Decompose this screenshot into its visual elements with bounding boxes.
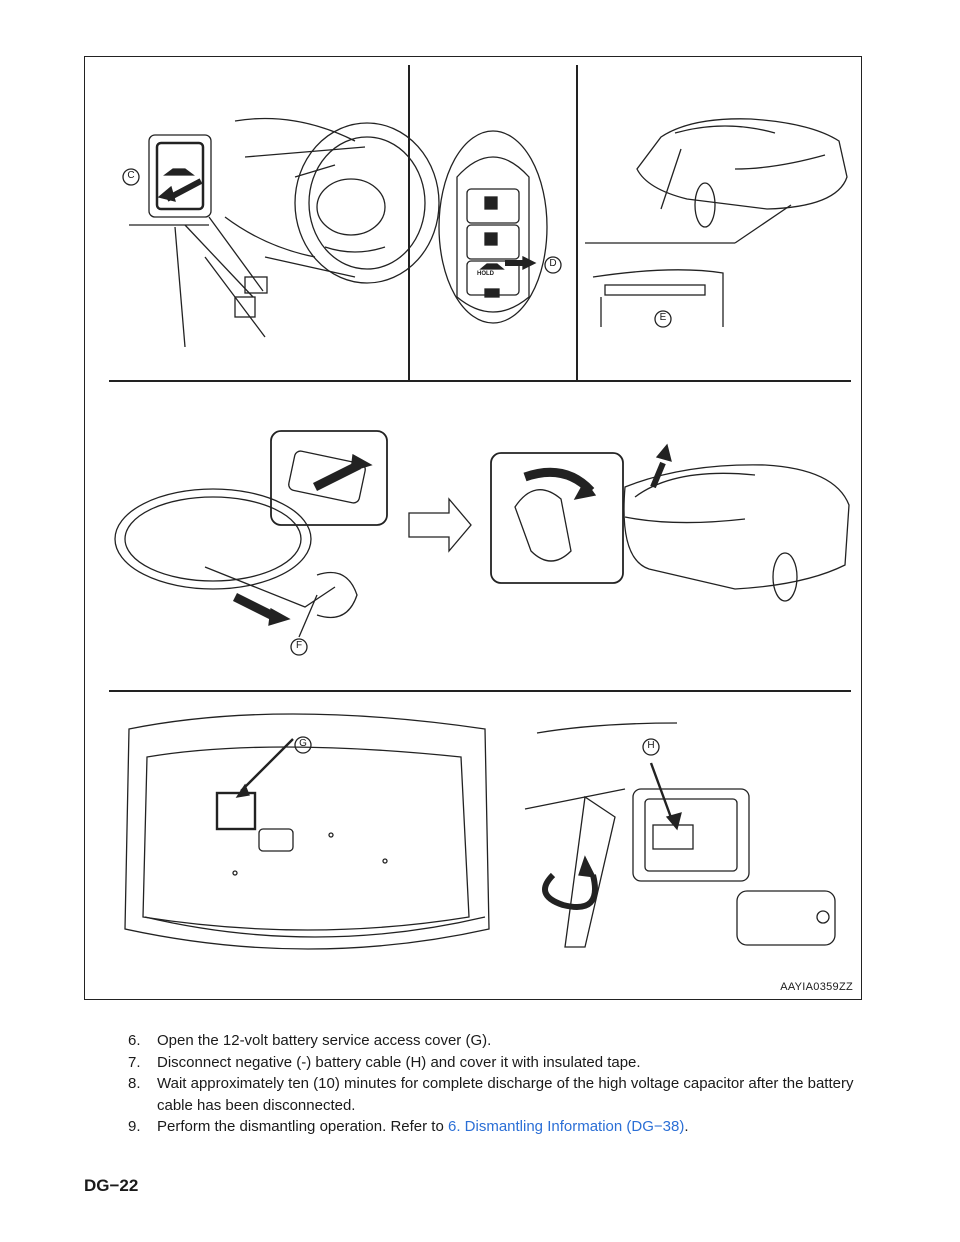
callout-h: H [647,740,655,751]
trunk-interior-drawing [124,713,490,950]
step-number: 7. [128,1053,141,1071]
battery-disconnect-illustration [109,65,851,950]
procedure-steps: 6. Open the 12-volt battery service acce… [128,1030,868,1138]
dismantling-info-link[interactable]: 6. Dismantling Information (DG−38) [447,1118,685,1135]
step-7: 7. Disconnect negative (-) battery cable… [128,1052,868,1074]
key-fob-hold-label: HOLD [477,271,494,277]
step-text: Wait approximately ten (10) minutes for … [157,1075,854,1114]
illustration-figure: C D E F G H HOLD AAYIA0359ZZ [84,56,862,1000]
trunk-lock-drawing [490,452,624,584]
step-text: Perform the dismantling operation. Refer… [157,1118,448,1135]
page-number: DG−22 [84,1176,139,1195]
step-number: 9. [128,1118,141,1135]
callout-e: E [659,312,667,323]
callout-g: G [299,738,307,749]
vehicle-rear-view-drawing [585,118,848,327]
step-text: Disconnect negative (-) battery cable (H… [157,1053,641,1071]
step-number: 6. [128,1032,141,1049]
callout-markers [122,168,672,756]
callout-c: C [127,170,135,181]
step-6: 6. Open the 12-volt battery service acce… [128,1030,868,1052]
step-text: Open the 12-volt battery service access … [157,1032,492,1049]
figure-code: AAYIA0359ZZ [780,981,853,993]
battery-compartment-drawing [524,722,836,948]
step-8: 8. Wait approximately ten (10) minutes f… [128,1073,868,1116]
mechanical-key-drawing [114,430,388,638]
step-9: 9. Perform the dismantling operation. Re… [128,1116,868,1138]
dashboard-opener-switch-drawing [129,117,440,348]
step-suffix: . [684,1118,689,1135]
arrow-right-drawing [408,497,472,553]
intelligent-key-drawing [438,130,548,324]
callout-f: F [295,640,303,651]
callout-d: D [549,258,557,269]
vehicle-trunk-open-drawing [623,443,850,602]
step-number: 8. [128,1075,141,1092]
